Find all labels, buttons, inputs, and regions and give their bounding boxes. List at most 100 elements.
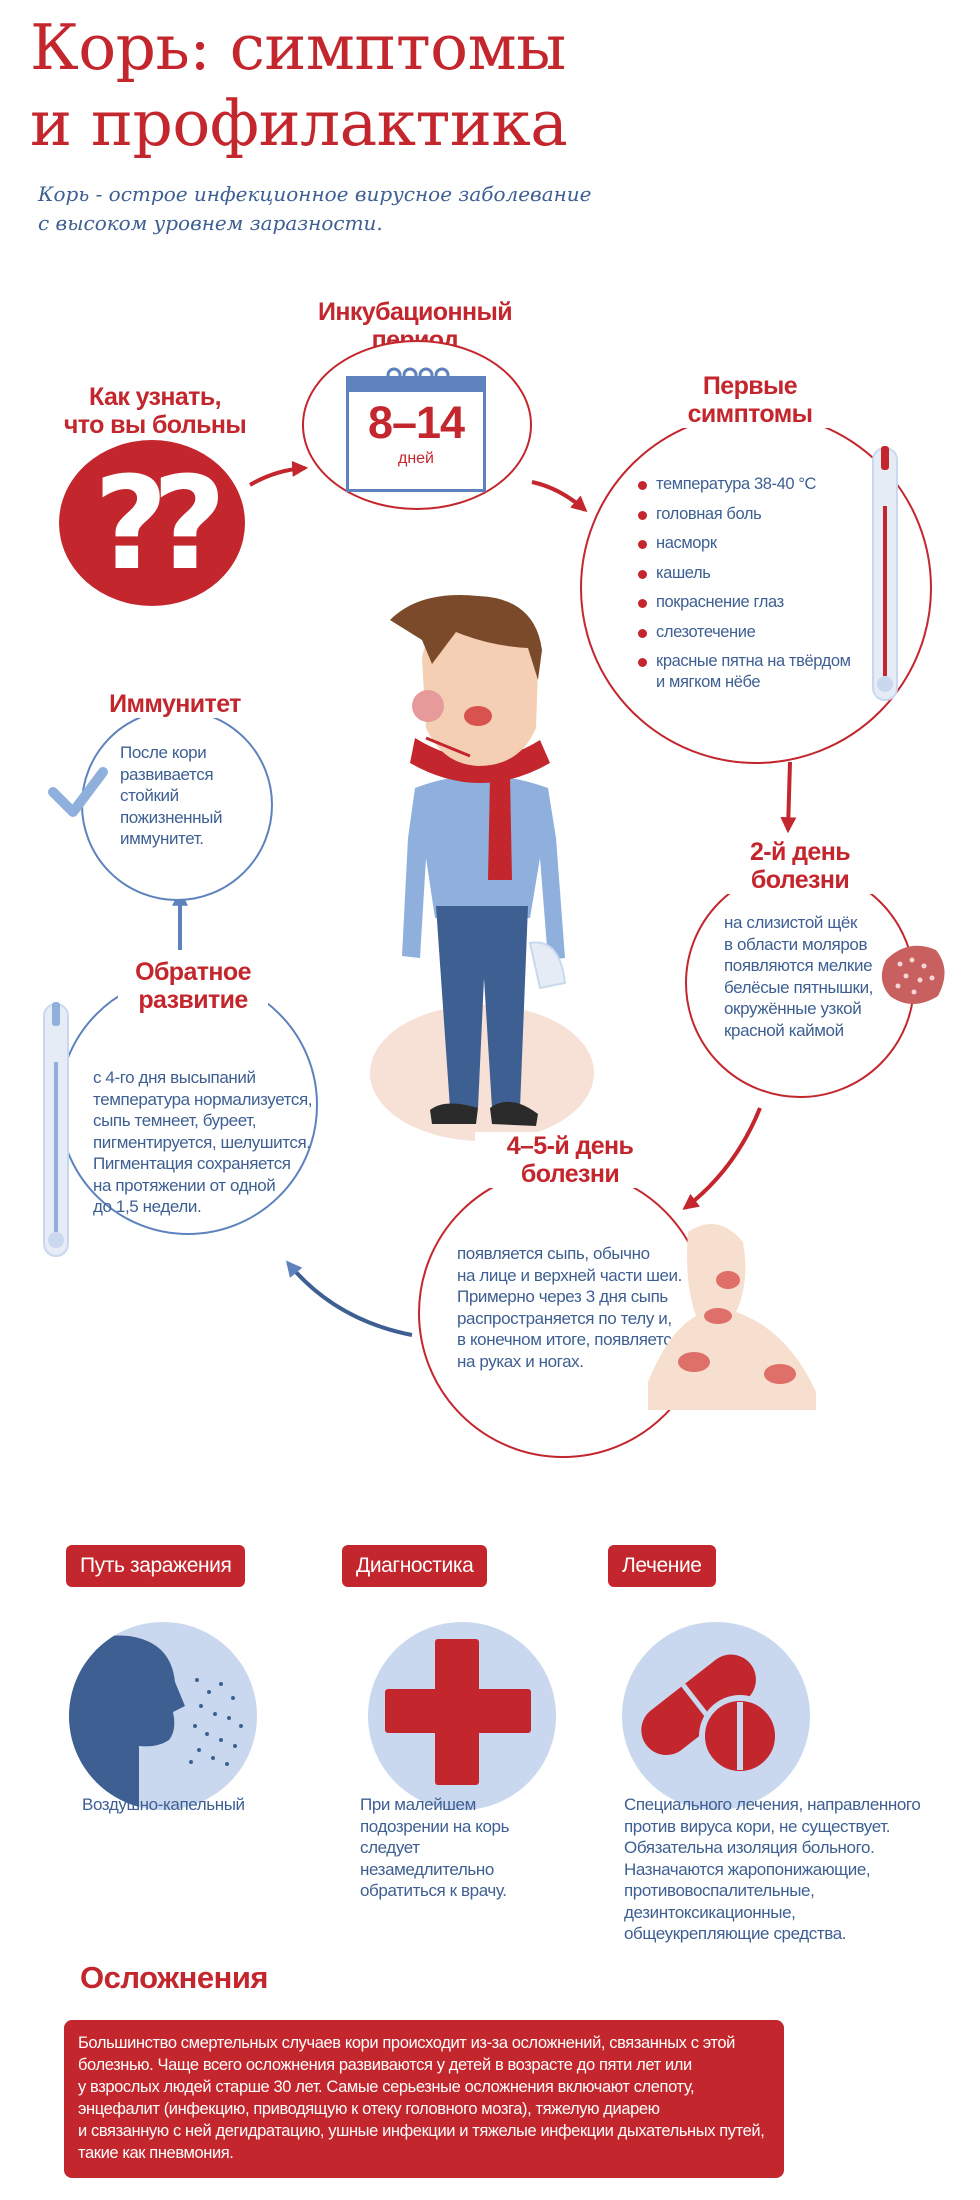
reverse-title: Обратное развитие (118, 958, 268, 1014)
symptom-item: красные пятна на твёрдом и мягком нёбе (638, 651, 878, 693)
day2-line: белёсые пятнышки, (724, 977, 874, 997)
man-head (422, 616, 538, 766)
transmission-badge: Путь заражения (66, 1545, 246, 1587)
diagnostics-line: При малейшем (360, 1795, 476, 1814)
symptom-item-line2: и мягком нёбе (656, 673, 761, 691)
sick-man-illustration (370, 595, 594, 1141)
day2-line: на слизистой щёк (724, 913, 858, 932)
immunity-title: Иммунитет (100, 690, 250, 718)
complications-box: Большинство смертельных случаев кори про… (64, 2020, 784, 2178)
man-nose (412, 690, 444, 722)
first-symptoms-title-line2: симптомы (687, 400, 813, 428)
man-thermometer (425, 736, 471, 758)
question-marks-icon: ?? (93, 450, 227, 599)
reverse-line: пигментируется, шелушится. (93, 1132, 311, 1152)
day45-title-line1: 4–5-й день (506, 1132, 634, 1160)
flow-arrows (172, 460, 797, 1337)
transmission-circle (69, 1622, 257, 1810)
complications-line: энцефалит (инфекцию, приводящую к отеку … (78, 2100, 660, 2118)
day2-line: в области моляров (724, 934, 868, 954)
day2-line: окружённые узкой (724, 999, 862, 1018)
complications-title: Осложнения (80, 1960, 268, 1995)
day45-line: появляется сыпь, обычно (457, 1244, 650, 1263)
subtitle-line1: Корь - острое инфекционное вирусное забо… (38, 182, 592, 206)
scarf-tail (488, 776, 512, 880)
incubation-days: 8–14 (367, 397, 465, 448)
symptom-item: температура 38-40 °C (638, 474, 878, 495)
complications-line: и связанную с ней дегидратацию, ушные ин… (78, 2122, 765, 2140)
page-title-line1: Корь: симптомы (30, 11, 566, 84)
diagnostics-badge: Диагностика (342, 1545, 488, 1587)
thermometer-icon (872, 446, 898, 701)
reverse-line: до 1,5 недели. (93, 1197, 202, 1216)
treatment-line: против вируса кори, не существует. (624, 1816, 891, 1836)
day45-line: в конечном итоге, появляется (457, 1330, 681, 1349)
reverse-line: Пигментация сохраняется (93, 1154, 291, 1173)
diagnostics-line: незамедлительно (360, 1859, 494, 1879)
arrow-know-to-incubation (248, 460, 309, 487)
treatment-line: Назначаются жаропонижающие, (624, 1859, 871, 1879)
day45-line: Примерно через 3 дня сыпь (457, 1287, 668, 1306)
diagnostics-line: следует (360, 1838, 420, 1857)
arrow-symptoms-to-day2 (780, 761, 797, 834)
complications-line: у взрослых людей старше 30 лет. Самые се… (78, 2078, 695, 2096)
immunity-line: пожизненный (120, 807, 223, 827)
treatment-text: Специального лечения, направленного прот… (624, 1794, 954, 1945)
symptoms-list: температура 38-40 °C головная боль насмо… (638, 474, 878, 702)
reverse-line: температура нормализуется, (93, 1089, 313, 1109)
incubation-title-line1: Инкубационный (318, 298, 513, 326)
reverse-line: на протяжении от одной (93, 1175, 276, 1195)
day45-text: появляется сыпь, обычно на лице и верхне… (457, 1243, 687, 1372)
question-marks-circle: ?? (59, 440, 245, 606)
day2-line: появляются мелкие (724, 956, 873, 975)
immunity-line: стойкий (120, 786, 179, 805)
complications-line: болезнью. Чаще всего осложнения развиваю… (78, 2056, 692, 2074)
day2-title-line2: болезни (750, 866, 850, 894)
day2-title: 2-й день болезни (720, 838, 880, 894)
reverse-text: с 4-го дня высыпаний температура нормали… (93, 1067, 323, 1218)
symptom-item: кашель (638, 563, 878, 584)
treatment-line: Обязательна изоляция больного. (624, 1838, 875, 1857)
reverse-title-line1: Обратное (135, 958, 251, 986)
arrow-day45-to-reverse (285, 1260, 413, 1337)
arrow-day2-to-day45 (682, 1107, 762, 1210)
symptom-item: насморк (638, 533, 878, 554)
symptom-item: головная боль (638, 504, 878, 525)
transmission-text: Воздушно-капельный (82, 1795, 245, 1814)
immunity-line: развивается (120, 764, 214, 784)
incubation-circle: 8–14 дней (302, 340, 532, 510)
checkmark-icon (48, 767, 108, 817)
floor-shadow (370, 1005, 594, 1141)
incubation-days-label: дней (397, 450, 434, 467)
page-title: Корь: симптомы и профилактика (30, 10, 568, 162)
diagnostics-line: подозрении на корь (360, 1816, 510, 1836)
symptom-item-line1: красные пятна на твёрдом (656, 652, 851, 670)
first-symptoms-title-line1: Первые (702, 372, 798, 400)
treatment-line: общеукрепляющие средства. (624, 1924, 847, 1943)
treatment-line: противовоспалительные, (624, 1881, 815, 1900)
how-to-know-title: Как узнать, что вы больны (30, 383, 280, 439)
how-to-know-title-line2: что вы больны (63, 411, 247, 439)
reverse-circle (58, 975, 318, 1235)
medical-cross-icon (385, 1639, 531, 1785)
thermometer-icon-normal (43, 1002, 69, 1257)
symptom-item: покраснение глаз (638, 592, 878, 613)
first-symptoms-title: Первые симптомы (650, 372, 850, 428)
koplik-spots-icon (881, 945, 945, 1004)
day45-title-line2: болезни (520, 1160, 620, 1188)
diagnostics-circle (368, 1622, 556, 1810)
reverse-line: сыпь темнеет, буреет, (93, 1111, 257, 1130)
complications-line: такие как пневмония. (78, 2144, 234, 2162)
immunity-text: После кори развивается стойкий пожизненн… (120, 742, 270, 850)
day2-text: на слизистой щёк в области моляров появл… (724, 912, 894, 1041)
diagnostics-text: При малейшем подозрении на корь следует … (360, 1794, 560, 1902)
calendar-rings-icon (386, 367, 450, 383)
day45-line: на лице и верхней части шеи. (457, 1265, 682, 1285)
day45-line: распространяется по телу и, (457, 1308, 672, 1328)
head-profile-icon (69, 1635, 243, 1810)
immunity-line: После кори (120, 743, 207, 762)
day2-line: красной каймой (724, 1020, 844, 1040)
man-cheek-rash (464, 706, 492, 726)
day2-title-line1: 2-й день (750, 838, 851, 866)
man-tissue (528, 941, 567, 990)
